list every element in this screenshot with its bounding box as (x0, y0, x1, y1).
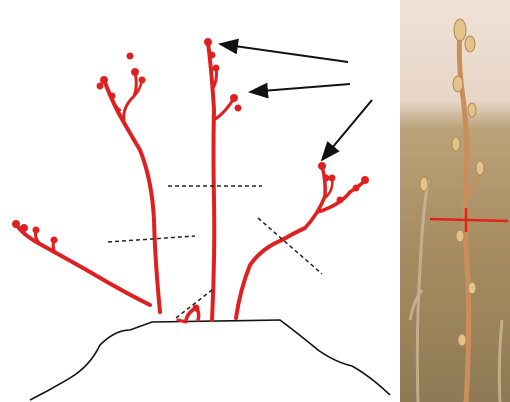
bud-cluster-icon (12, 38, 369, 312)
shoot-center (208, 42, 214, 320)
shoot-photo (400, 0, 510, 402)
arrow-icon (250, 84, 350, 92)
arrow-icon (322, 100, 372, 160)
arrow-icon (220, 44, 348, 62)
ground-mound (30, 320, 390, 400)
shoot-right (236, 228, 305, 318)
cut-line-left (108, 236, 195, 242)
shoot-left-center (104, 80, 160, 312)
cut-line-base (176, 290, 212, 318)
pruning-diagram (0, 0, 400, 402)
